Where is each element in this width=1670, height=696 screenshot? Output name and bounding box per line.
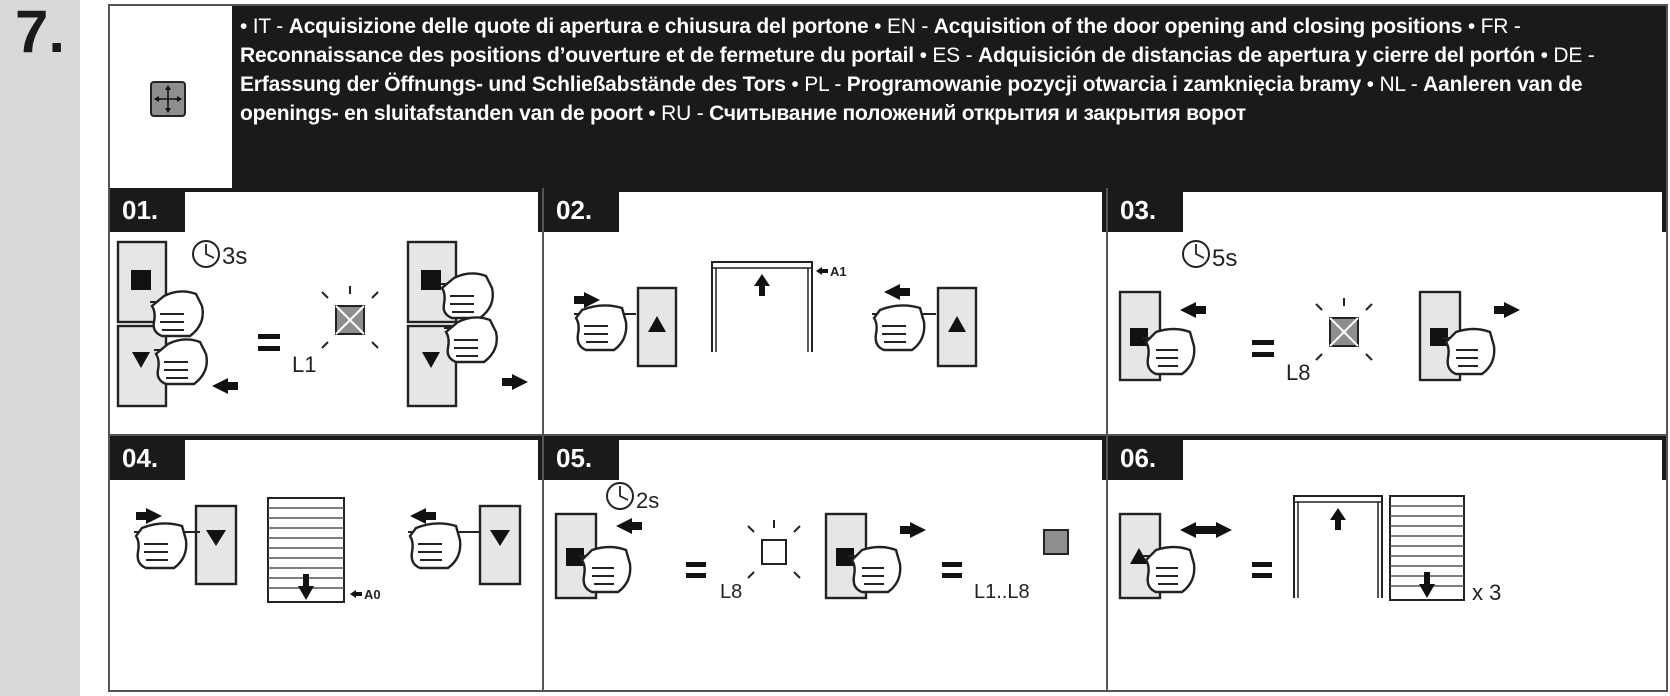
panel-05: 05. 2s L8 L1..L8 [544,436,1108,690]
lang-code-nl: • NL - [1366,73,1424,96]
step-number: 7. [14,0,66,65]
lang-code-it: • IT - [240,15,289,38]
timer-label: 3s [222,243,247,270]
panel-label: 01. [110,188,185,232]
title-de: Erfassung der Öffnungs- und Schließabstä… [240,73,792,96]
panel-04-illustration: A0 [134,497,522,603]
panel-04: 04. A0 [110,436,544,690]
panel-03: 03. 5s L8 [1108,188,1666,436]
panel-header-blank [1183,440,1662,480]
arrow-right-icon [136,508,162,524]
led-label: L8 [720,581,742,603]
panel-06-illustration: x 3 [1118,495,1501,605]
arrow-left-icon [212,378,238,394]
panel-01-illustration: 3s L1 [116,240,528,408]
lang-code-fr: • FR - [1467,15,1521,38]
led-on-icon [1043,529,1069,555]
title-en: Acquisition of the door opening and clos… [933,15,1468,38]
timer-label: 2s [636,488,659,513]
arrow-right-icon [1206,522,1232,538]
arrow-left-icon [410,508,436,524]
panel-03-illustration: 5s L8 [1118,240,1520,385]
timer-label: 5s [1212,245,1237,272]
door-closed-icon [1389,495,1465,601]
timer-icon [1182,240,1210,268]
lang-code-de: • DE - [1540,44,1595,67]
title-it: Acquisizione delle quote di apertura e c… [288,15,875,38]
lang-code-en: • EN - [874,15,934,38]
lang-code-pl: • PL - [791,73,847,96]
title-es: Adquisición de distancias de apertura y … [978,44,1541,67]
title-pl: Programowanie pozycji otwarcia i zamknię… [846,73,1367,96]
led-label: L8 [1286,360,1310,385]
arrow-right-icon [1494,302,1520,318]
panel-label: 03. [1108,188,1183,232]
repeat-label: x 3 [1472,580,1501,605]
panel-02-illustration: A1 [574,261,978,368]
panel-header-blank [1183,192,1662,232]
lang-code-es: • ES - [919,44,979,67]
arrow-right-icon [502,374,528,390]
step-sidebar: 7. [0,0,80,696]
panel-header-blank [185,192,538,232]
instruction-frame: • IT - Acquisizione delle quote di apert… [108,4,1668,692]
header-icon-box [110,6,232,188]
arrow-right-icon [900,522,926,538]
led-blink-icon [747,520,801,579]
panel-02: 02. A1 [544,188,1108,436]
arrow-left-icon [884,284,910,300]
panel-header-blank [619,192,1102,232]
arrow-left-icon [1180,302,1206,318]
panel-06: 06. [1108,436,1666,690]
panel-label: 05. [544,436,619,480]
panel-label: 02. [544,188,619,232]
arrow-right-icon [574,292,600,308]
door-open-icon [1293,495,1383,598]
panel-header-blank [619,440,1102,480]
led-label: L1 [292,352,316,377]
led-range-label: L1..L8 [974,581,1030,603]
timer-icon [606,482,634,510]
lang-code-ru: • RU - [648,102,710,125]
panel-01: 01. 3s L1 [110,188,544,436]
panel-05-illustration: 2s L8 L1..L8 [554,482,1069,603]
position-marker-label: A1 [830,264,847,279]
timer-icon [192,240,220,268]
led-blink-icon [321,286,379,349]
panel-header-blank [185,440,538,480]
arrow-left-icon [616,518,642,534]
title-fr: Reconnaissance des positions d’ouverture… [240,44,920,67]
title-nl: Aanleren van de openings- en sluitafstan… [240,73,1583,125]
door-open-icon [711,261,813,352]
panel-label: 04. [110,436,185,480]
title-ru: Считывание положений открытия и закрытия… [709,102,1246,125]
led-blink-icon [1315,298,1373,361]
arrow-left-icon [1180,522,1206,538]
position-marker-label: A0 [364,587,381,602]
move-arrows-icon [150,81,186,117]
door-closed-icon [267,497,345,603]
up-button-icon [936,286,978,368]
panel-label: 06. [1108,436,1183,480]
header-title-multilang: • IT - Acquisizione delle quote di apert… [232,6,1666,188]
